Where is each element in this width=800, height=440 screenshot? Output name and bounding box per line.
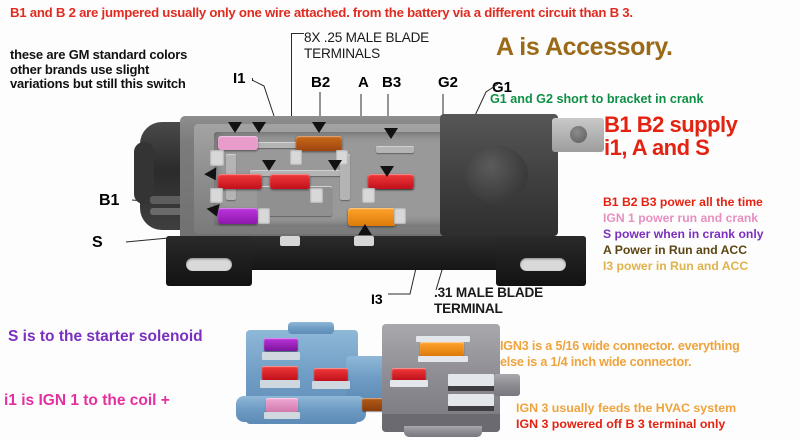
grey-connector-side xyxy=(494,374,520,396)
pin-label-b2: B2 xyxy=(311,74,331,91)
top-banner-note: B1 and B 2 are jumpered usually only one… xyxy=(10,5,633,20)
marker-arrow-b2 xyxy=(252,122,266,133)
pin-label-i1: I1 xyxy=(233,70,246,87)
i1-terminal-clip xyxy=(210,150,224,166)
ignition-switch-photo xyxy=(134,108,610,288)
grey-orange-slot xyxy=(416,336,470,342)
pin-label-s: S xyxy=(92,234,103,251)
accessory-note: A is Accessory. xyxy=(496,33,673,61)
ground-short-note: G1 and G2 short to bracket in crank xyxy=(490,92,704,106)
pin-label-g1: G1 xyxy=(492,79,513,96)
legend-item-b-power: B1 B2 B3 power all the time xyxy=(603,195,763,209)
s-terminal xyxy=(218,208,258,224)
blade-terminals-note: 8X .25 MALE BLADE TERMINALS xyxy=(304,30,430,61)
b3-terminal-clip xyxy=(310,188,323,203)
grey-orange-slot-b xyxy=(418,356,468,362)
legend-item-ign1: IGN 1 power run and crank xyxy=(603,211,759,226)
b3-terminal xyxy=(270,174,310,189)
marker-arrow-g1 xyxy=(380,166,394,177)
barrel-end-cap xyxy=(134,142,154,204)
pin-label-b3: B3 xyxy=(382,74,402,91)
i1-coil-note: i1 is IGN 1 to the coil + xyxy=(4,392,170,409)
module-knob xyxy=(466,146,528,204)
grey-orange-terminal xyxy=(420,342,464,356)
connector-photo xyxy=(236,322,520,437)
blue-red-terminal-2 xyxy=(314,368,348,381)
power-legend: B1 B2 B3 power all the time IGN 1 power … xyxy=(603,194,800,274)
grey-blank-slot-2 xyxy=(448,394,494,406)
g-terminal xyxy=(368,174,414,189)
i1-terminal xyxy=(218,136,258,150)
hvac-note-line2: IGN 3 powered off B 3 terminal only xyxy=(516,417,726,432)
blue-red-slot-2 xyxy=(312,381,350,389)
b2-terminal xyxy=(218,174,262,189)
legend-item-a: A Power in Run and ACC xyxy=(603,243,747,258)
blue-purple-terminal xyxy=(264,338,298,351)
blade31-note: .31 MALE BLADE TERMINAL xyxy=(434,285,543,316)
blue-pink-slot xyxy=(264,412,300,419)
bracket-notch-right xyxy=(354,236,374,246)
leader-i1 xyxy=(252,78,253,81)
a-terminal-clip-left xyxy=(290,150,302,165)
grey-blank-slot-1 xyxy=(448,374,494,386)
pin-label-i3: I3 xyxy=(371,291,383,307)
legend-item-s: S power when in crank only xyxy=(603,227,764,242)
hvac-note: IGN 3 usually feeds the HVAC system IGN … xyxy=(516,400,800,432)
grey-connector-base xyxy=(404,426,482,437)
g-terminal-clip xyxy=(362,188,375,203)
s-solenoid-note: S is to the starter solenoid xyxy=(8,328,203,345)
bracket-slot-left xyxy=(186,258,232,271)
grey-blank-slot-bar-2 xyxy=(448,406,494,411)
marker-arrow-b3 xyxy=(262,160,276,171)
blade-note-leader-h xyxy=(291,33,304,34)
blue-red-slot-1 xyxy=(260,380,300,388)
bracket-notch-left xyxy=(280,236,300,246)
bracket-slot-right xyxy=(520,258,566,271)
marker-arrow-b3b xyxy=(328,160,342,171)
grey-red-terminal xyxy=(392,368,426,380)
legend-item-i3: I3 power in Run and ACC xyxy=(603,259,749,274)
marker-arrow-g2 xyxy=(384,128,398,139)
pin-label-b1: B1 xyxy=(99,192,120,209)
blue-purple-slot xyxy=(262,352,300,360)
hvac-note-line1: IGN 3 usually feeds the HVAC system xyxy=(516,401,737,415)
blue-pink-terminal xyxy=(266,398,298,412)
supply-note: B1 B2 supply i1, A and S xyxy=(604,112,738,161)
module-mounting-hole xyxy=(570,126,587,143)
internal-rail xyxy=(376,146,414,153)
b2-terminal-clip xyxy=(210,188,223,203)
marker-arrow-a xyxy=(312,122,326,133)
marker-arrow-i3 xyxy=(358,224,372,235)
internal-rail xyxy=(250,170,342,176)
s-terminal-clip xyxy=(258,208,270,224)
ign3-width-note: IGN3 is a 5/16 wide connector. everythin… xyxy=(500,339,740,370)
i3-terminal xyxy=(348,208,396,226)
blue-connector-tab-top xyxy=(288,322,334,334)
blue-connector-foot xyxy=(236,396,366,422)
blade-note-leader-v xyxy=(291,33,292,119)
pin-label-g2: G2 xyxy=(438,74,459,91)
i3-terminal-clip xyxy=(394,208,406,224)
grey-red-slot xyxy=(390,380,428,387)
pin-label-a: A xyxy=(358,74,369,91)
gm-colors-note: these are GM standard colors other brand… xyxy=(10,47,188,92)
marker-arrow-i1 xyxy=(228,122,242,133)
grey-blank-slot-bar-1 xyxy=(448,386,494,391)
internal-rail xyxy=(340,154,350,200)
a-terminal xyxy=(296,136,342,151)
blue-red-terminal-1 xyxy=(262,366,298,380)
pin-leaders-svg xyxy=(251,79,499,123)
